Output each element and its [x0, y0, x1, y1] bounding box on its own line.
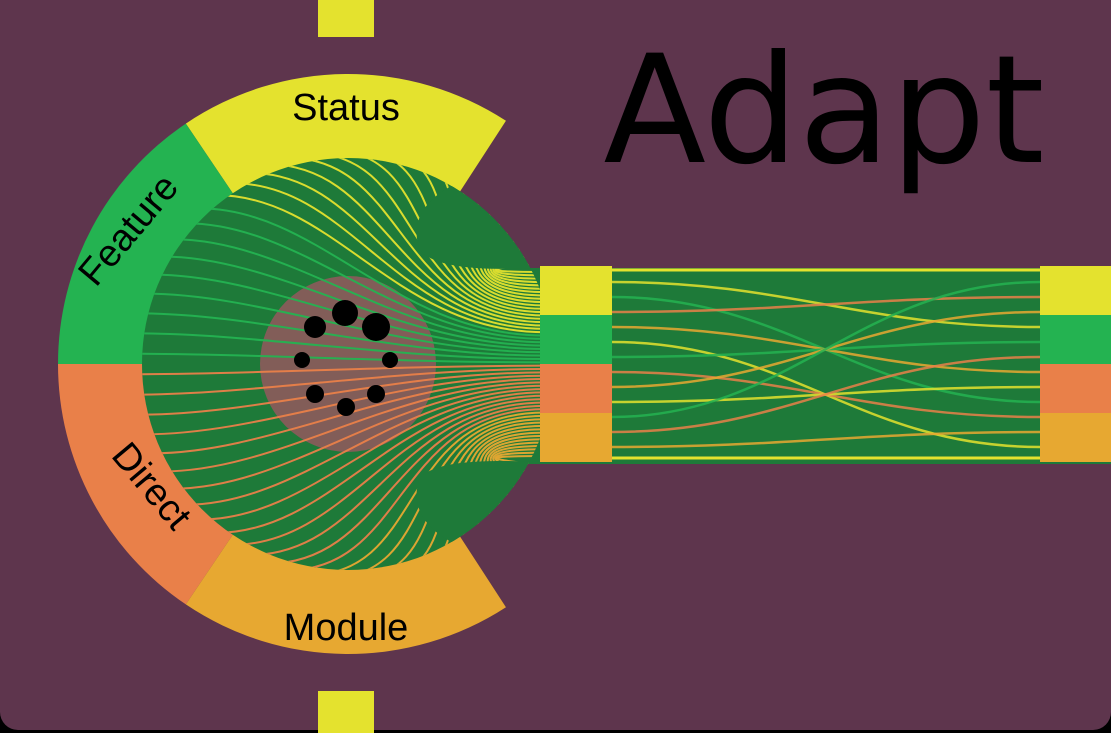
fan-wire [142, 332, 546, 360]
fan-wire [172, 238, 546, 344]
left-cap-module [540, 413, 612, 462]
right-cap-module [1040, 413, 1111, 462]
hub-dot [306, 385, 324, 403]
hub-dot [382, 352, 398, 368]
fan-wire [231, 398, 546, 546]
left-cap-feature [540, 315, 612, 364]
left-cap-status [540, 266, 612, 315]
ring-segment-status [185, 74, 506, 199]
fan-wire [249, 171, 546, 327]
fan-wire [152, 378, 546, 455]
bundle-cable [611, 355, 1041, 434]
right-cap-status [1040, 266, 1111, 315]
fan-wire [287, 158, 546, 320]
hub-dot [294, 352, 310, 368]
segment-label-module: Module [284, 607, 409, 649]
fan-wire [185, 388, 546, 506]
fan-wire [142, 352, 546, 364]
fan-wire [307, 411, 546, 570]
fan-wire [215, 394, 546, 535]
fan-wire [231, 182, 546, 330]
fan-wire [142, 364, 546, 376]
fan-wire [249, 401, 546, 557]
hub-dot [332, 300, 358, 326]
right-connector-caps [1040, 266, 1111, 462]
segment-label-status: Status [292, 87, 400, 129]
fan-wire [142, 368, 546, 396]
fan-wire [185, 222, 546, 340]
connector-plug-icon [318, 691, 374, 733]
fan-wire [215, 193, 546, 334]
ring-segment-module [185, 529, 506, 654]
crossing-cables [611, 268, 1041, 460]
fan-wire [268, 163, 546, 324]
title: Adapt [603, 24, 1044, 198]
right-cap-feature [1040, 315, 1111, 364]
ring-segment-direct [58, 364, 237, 605]
hub-dot [362, 313, 390, 341]
fan-wire [287, 408, 546, 570]
fan-wire [144, 292, 546, 354]
bundle-cable [611, 430, 1041, 449]
left-connector-caps [540, 266, 612, 462]
fan-wire [161, 381, 546, 473]
fan-wire [144, 374, 546, 436]
bundle-cable [611, 295, 1041, 314]
fan-wire [268, 404, 546, 565]
left-cap-direct [540, 364, 612, 413]
fan-wire [142, 371, 546, 416]
fan-wire [199, 207, 546, 337]
right-cap-direct [1040, 364, 1111, 413]
hub-dots-icon [294, 300, 398, 416]
fan-wire [172, 384, 546, 490]
hub-dot [367, 385, 385, 403]
hub-glow [260, 276, 436, 452]
connector-plug-icon [318, 0, 374, 37]
fan-wire [199, 391, 546, 521]
bundle-cable [611, 280, 1041, 419]
fan-wire [142, 312, 546, 357]
ring-segment-feature [58, 123, 237, 364]
hub-dot [304, 316, 326, 338]
hub-dot [337, 398, 355, 416]
fan-wire [307, 158, 546, 317]
